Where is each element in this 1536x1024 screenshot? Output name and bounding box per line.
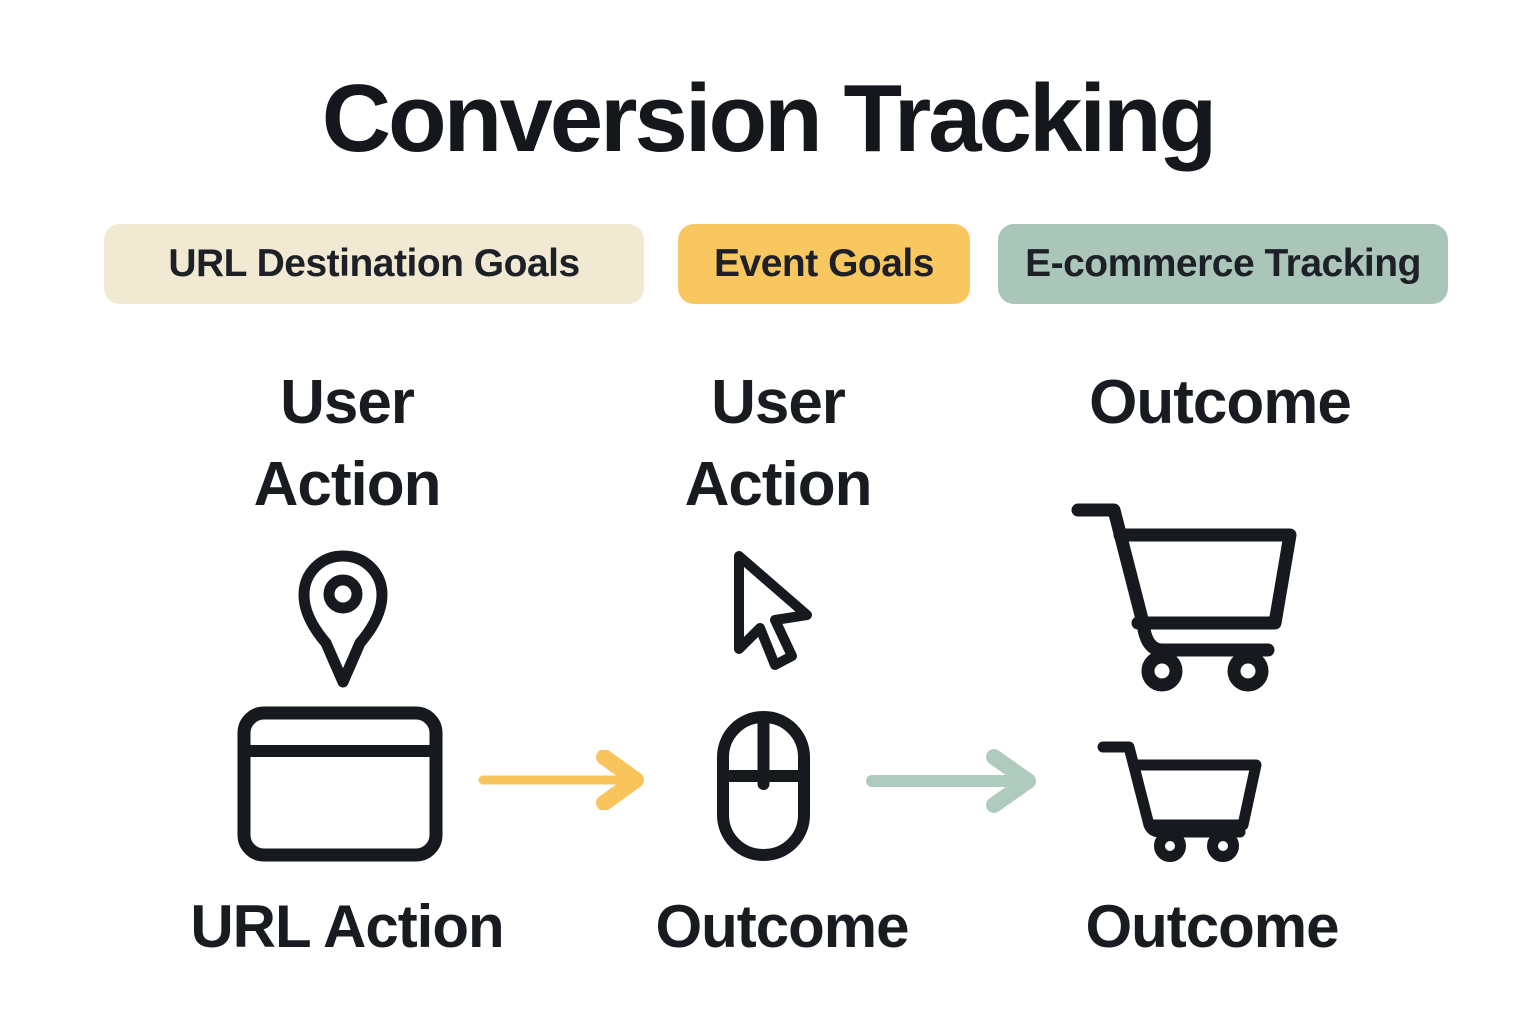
pill-event-goals-label: Event Goals bbox=[714, 242, 934, 285]
column3-header: Outcome bbox=[1015, 362, 1425, 444]
pill-url-destination-goals-label: URL Destination Goals bbox=[168, 242, 580, 285]
column2-header-line1: User bbox=[711, 368, 846, 437]
column2-header: User Action bbox=[578, 362, 978, 526]
column2-header-line2: Action bbox=[684, 450, 873, 519]
column1-header-line2: Action bbox=[253, 450, 442, 519]
column2-footer-label: Outcome bbox=[655, 893, 909, 960]
computer-mouse-icon bbox=[716, 710, 811, 862]
pill-ecommerce-tracking-label: E-commerce Tracking bbox=[1025, 242, 1421, 285]
teal-arrow-icon bbox=[866, 748, 1052, 814]
browser-window-icon bbox=[237, 706, 443, 862]
shopping-cart-large-icon bbox=[1070, 500, 1298, 692]
shopping-cart-small-icon bbox=[1096, 738, 1262, 862]
pill-event-goals: Event Goals bbox=[678, 224, 970, 304]
column1-header: User Action bbox=[147, 362, 547, 526]
page-title: Conversion Tracking bbox=[321, 65, 1218, 172]
column3-header-line1: Outcome bbox=[1089, 368, 1352, 437]
yellow-arrow-icon bbox=[478, 750, 658, 810]
cursor-arrow-icon bbox=[731, 551, 819, 683]
column1-footer-label: URL Action bbox=[190, 893, 504, 960]
pill-ecommerce-tracking: E-commerce Tracking bbox=[998, 224, 1448, 304]
column1-header-line1: User bbox=[280, 368, 415, 437]
location-pin-icon bbox=[297, 550, 389, 690]
column3-footer-label: Outcome bbox=[1085, 893, 1339, 960]
pill-url-destination-goals: URL Destination Goals bbox=[104, 224, 644, 304]
